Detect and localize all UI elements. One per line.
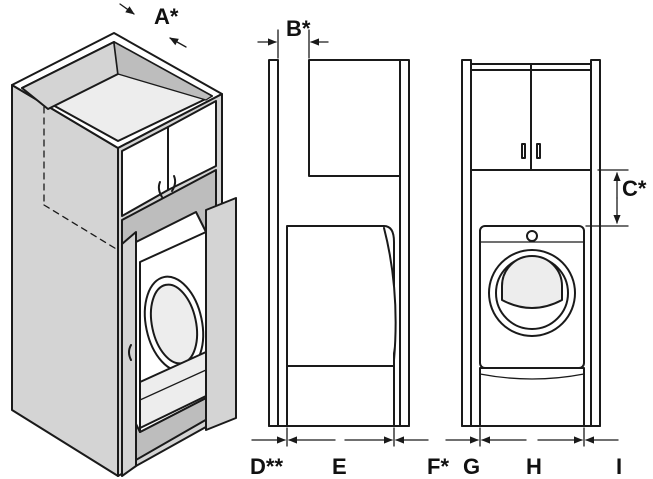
front-view-dryer-knob bbox=[526, 230, 538, 242]
side-view-dryer bbox=[286, 225, 395, 367]
side-view bbox=[251, 29, 429, 447]
pedestal-stripe bbox=[139, 369, 207, 401]
lower-door-handle bbox=[128, 344, 132, 361]
dimension-a-arrow-right bbox=[169, 37, 187, 48]
lower-door-right-open bbox=[205, 197, 237, 431]
label-b: B* bbox=[286, 16, 311, 41]
upper-door-right bbox=[167, 100, 217, 191]
label-d: D** bbox=[250, 454, 284, 479]
label-f: F* bbox=[427, 454, 449, 479]
label-h: H bbox=[526, 454, 542, 479]
front-view-pedestal bbox=[479, 367, 585, 427]
cabinet-back-panel-inner bbox=[113, 41, 213, 101]
side-view-upper-cabinet bbox=[308, 59, 401, 177]
side-view-back-wall bbox=[268, 59, 279, 427]
front-view-door-handle-left bbox=[521, 143, 526, 159]
dimension-a-arrow-left bbox=[119, 3, 135, 15]
upper-door-handle-left bbox=[157, 181, 163, 198]
isometric-cabinet-view bbox=[11, 3, 237, 477]
label-g: G bbox=[463, 454, 481, 479]
front-view-left-panel bbox=[461, 59, 472, 427]
cabinet-left-side-panel bbox=[11, 84, 119, 477]
front-view-door-handle-right bbox=[536, 143, 541, 159]
side-view-front-panel bbox=[399, 59, 410, 427]
label-i: I bbox=[616, 454, 623, 479]
upper-door-handle-right bbox=[171, 175, 177, 192]
front-view-dryer-door-glass bbox=[501, 255, 563, 309]
side-view-dryer-door-bulge bbox=[383, 227, 397, 361]
front-view bbox=[445, 59, 629, 447]
side-view-pedestal bbox=[286, 365, 395, 427]
cabinet-hidden-edge-diagonal bbox=[43, 204, 119, 251]
front-view-right-panel bbox=[590, 59, 601, 427]
label-a: A* bbox=[154, 4, 179, 29]
label-e: E bbox=[332, 454, 347, 479]
front-view-pedestal-drawer-lip bbox=[479, 373, 585, 380]
label-c: C* bbox=[622, 176, 647, 201]
